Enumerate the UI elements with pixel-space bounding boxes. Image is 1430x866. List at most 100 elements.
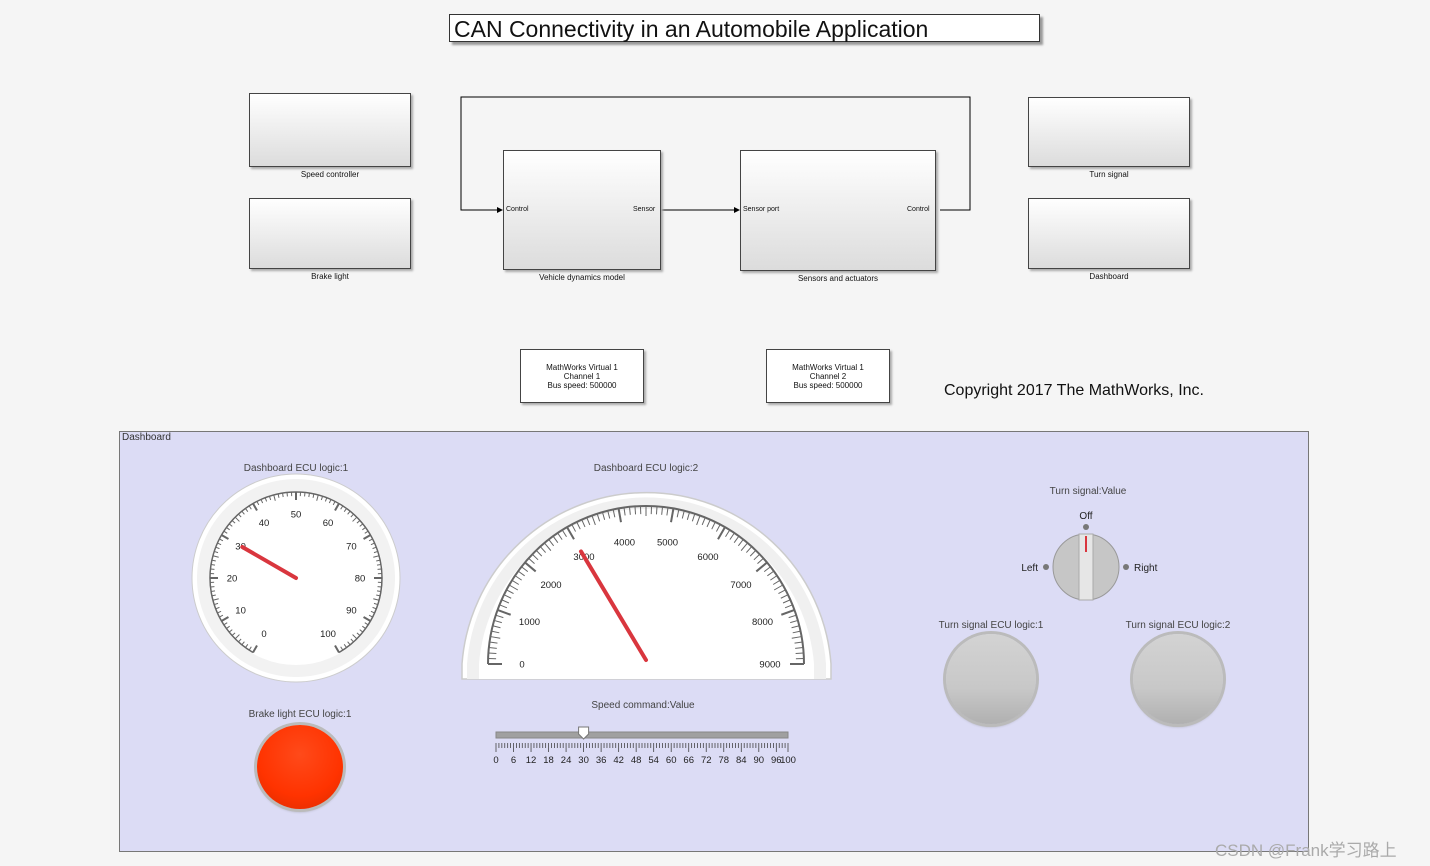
speed-gauge-tick-label: 10	[235, 606, 246, 617]
rpm-gauge-tick	[780, 609, 795, 616]
vehicle-port-out: Sensor	[633, 206, 656, 213]
slider-tick-label: 12	[526, 755, 537, 766]
slider-thumb[interactable]	[578, 726, 590, 740]
rpm-gauge-tick	[617, 508, 622, 523]
rpm-gauge-tick	[711, 521, 716, 530]
slider-tick-label: 66	[683, 755, 694, 766]
can-channel-2-line2: Channel 2	[809, 372, 847, 381]
rpm-gauge-tick	[676, 509, 680, 518]
rpm-gauge-tick	[514, 575, 522, 581]
rpm-gauge-tick	[794, 641, 803, 644]
slider-tick-label: 0	[493, 755, 498, 766]
speed-gauge-tick-label: 70	[346, 542, 357, 553]
can-channel-2-block[interactable]: MathWorks Virtual 1 Channel 2 Bus speed:…	[766, 349, 890, 403]
rpm-gauge-tick	[528, 557, 535, 565]
rpm-gauge-tick	[628, 506, 631, 515]
rpm-gauge-tick	[790, 619, 799, 624]
can-channel-1-line2: Channel 1	[563, 372, 601, 381]
sensors-port-in: Sensor port	[743, 206, 780, 213]
rpm-gauge-tick	[773, 584, 784, 591]
speed-gauge-tick	[334, 645, 340, 653]
vehicle-dynamics-caption: Vehicle dynamics model	[539, 273, 625, 282]
sensors-caption: Sensors and actuators	[797, 274, 879, 283]
slider-tick-label: 54	[648, 755, 659, 766]
vehicle-dynamics-block[interactable]	[503, 150, 661, 270]
sensors-block[interactable]	[740, 150, 936, 271]
slider-tick-label: 6	[511, 755, 516, 766]
rpm-gauge-tick	[612, 509, 616, 518]
rpm-gauge-tick	[686, 511, 691, 520]
rpm-gauge-tick	[701, 517, 706, 526]
speed-gauge-tick	[273, 494, 276, 501]
speed-controller-block[interactable]	[249, 93, 411, 167]
rpm-gauge-tick	[655, 506, 658, 515]
rpm-gauge-tick	[488, 646, 497, 649]
rpm-gauge-tick	[517, 570, 525, 577]
speed-gauge-tick	[363, 616, 371, 622]
speed-gauge-tick	[221, 534, 229, 540]
rpm-gauge-tick	[757, 557, 764, 565]
rpm-gauge-tick	[586, 517, 591, 526]
turn-signal-knob[interactable]: Left Off Right	[1021, 511, 1158, 601]
rpm-gauge-tick	[717, 526, 726, 540]
rpm-gauge-tick	[557, 532, 563, 540]
rpm-gauge-tick	[791, 636, 802, 639]
rpm-gauge-tick	[749, 549, 757, 557]
rpm-gauge-tick	[521, 566, 529, 573]
rpm-gauge-tick	[601, 511, 606, 520]
speed-gauge-tick-label: 50	[291, 510, 302, 521]
can-channel-1-line1: MathWorks Virtual 1	[546, 363, 618, 372]
rpm-gauge-tick	[634, 506, 637, 515]
signal-wires	[460, 96, 971, 213]
rpm-gauge-tick	[745, 546, 753, 553]
knob-dot-off	[1083, 524, 1089, 530]
speed-gauge-tick	[373, 598, 380, 601]
diagram-title: CAN Connectivity in an Automobile Applic…	[449, 14, 1040, 42]
rpm-gauge-tick	[495, 614, 504, 619]
knob-dot-left	[1043, 564, 1049, 570]
speed-gauge-tick-label: 60	[323, 518, 334, 529]
slider-tick-label: 36	[596, 755, 607, 766]
rpm-gauge-tick-label: 9000	[759, 660, 780, 671]
knob-label-off: Off	[1079, 511, 1092, 522]
rpm-gauge-tick	[737, 539, 744, 547]
rpm-gauge-tick	[778, 589, 786, 595]
speed-gauge-tick	[252, 503, 258, 511]
rpm-gauge-needle	[579, 549, 648, 662]
rpm-gauge-tick	[792, 630, 801, 634]
speed-gauge-tick-label: 0	[261, 629, 266, 640]
rpm-gauge-tick	[493, 619, 502, 624]
turn-signal-block[interactable]	[1028, 97, 1190, 167]
brake-light-block[interactable]	[249, 198, 411, 269]
dashboard-block[interactable]	[1028, 198, 1190, 269]
speed-gauge-tick-label: 100	[320, 629, 336, 640]
can-channel-2-line1: MathWorks Virtual 1	[792, 363, 864, 372]
sensors-port-out: Control	[907, 206, 930, 213]
rpm-gauge-tick	[782, 599, 791, 604]
rpm-gauge-tick-label: 4000	[614, 537, 635, 548]
rpm-gauge-tick	[725, 529, 731, 538]
speed-gauge-ticks	[209, 491, 383, 654]
knob-label: Turn signal:Value	[1049, 486, 1127, 497]
rpm-gauge-label: Dashboard ECU logic:2	[593, 463, 699, 474]
dashboard-panel-title: Dashboard	[122, 432, 171, 443]
rpm-gauge-tick	[524, 561, 537, 573]
rpm-gauge-tick-label: 0	[519, 660, 524, 671]
rpm-gauge-tick	[681, 510, 685, 519]
can-channel-1-block[interactable]: MathWorks Virtual 1 Channel 1 Bus speed:…	[520, 349, 644, 403]
speed-gauge-arc	[209, 491, 383, 654]
rpm-gauge-tick	[548, 539, 555, 547]
rpm-gauge-arc	[487, 505, 805, 665]
rpm-gauge-tick-label: 5000	[657, 537, 678, 548]
speed-gauge-tick-label: 40	[259, 518, 270, 529]
slider-track[interactable]	[495, 731, 789, 739]
speed-gauge-needle	[240, 545, 298, 580]
rpm-gauge-tick	[539, 546, 547, 553]
speed-gauge-tick	[352, 634, 358, 640]
slider-tick-label: 78	[718, 755, 729, 766]
slider-tick-label: 18	[543, 755, 554, 766]
rpm-gauge-tick-label: 7000	[730, 580, 751, 591]
